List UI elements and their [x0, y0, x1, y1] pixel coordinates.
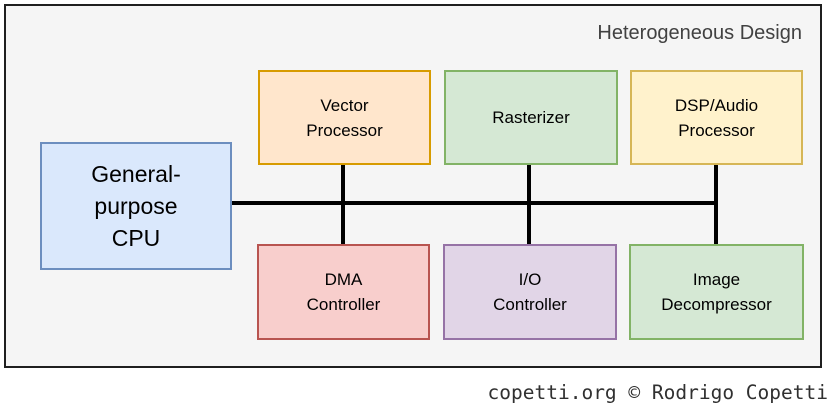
node-dma-controller: DMA Controller	[257, 244, 430, 340]
node-label-cpu: General- purpose CPU	[91, 161, 181, 251]
connector-dsp-to-image	[714, 162, 718, 244]
node-label-dma-controller: DMA Controller	[306, 270, 381, 314]
node-image-decompressor: Image Decompressor	[629, 244, 804, 340]
node-general-purpose-cpu: General- purpose CPU	[40, 142, 232, 270]
footer-credit: copetti.org © Rodrigo Copetti	[487, 381, 828, 404]
connector-rasterizer-to-io	[527, 164, 531, 244]
node-dsp-audio-processor: DSP/Audio Processor	[630, 70, 803, 165]
diagram-frame: Heterogeneous Design General- purpose CP…	[4, 4, 822, 368]
node-vector-processor: Vector Processor	[258, 70, 431, 165]
node-label-io-controller: I/O Controller	[493, 270, 567, 314]
node-io-controller: I/O Controller	[443, 244, 617, 340]
node-label-vector-processor: Vector Processor	[306, 95, 383, 140]
node-label-image-decompressor: Image Decompressor	[661, 270, 772, 314]
bus-horizontal-connector	[231, 201, 717, 205]
node-label-dsp-audio-processor: DSP/Audio Processor	[674, 95, 759, 140]
node-rasterizer: Rasterizer	[444, 70, 618, 165]
connector-vector-to-dma	[341, 163, 345, 244]
diagram-title: Heterogeneous Design	[597, 22, 802, 44]
node-label-rasterizer: Rasterizer	[492, 108, 570, 127]
